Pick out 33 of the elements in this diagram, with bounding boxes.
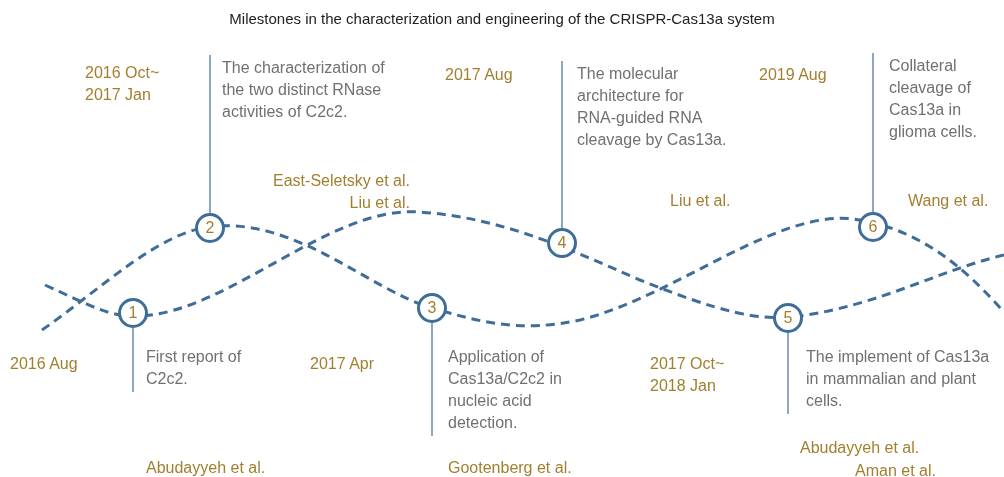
leader-line: [431, 322, 433, 437]
date-label: 2017 Oct~ 2018 Jan: [650, 354, 726, 396]
author-label: Abudayyeh et al.: [146, 458, 267, 477]
date-label: 2017 Apr: [310, 354, 376, 374]
author-label: Liu et al.: [670, 191, 732, 211]
author-label: Gootenberg et al.: [448, 458, 573, 477]
numbered-circle: 4: [547, 228, 577, 258]
milestone-description: The implement of Cas13a in mammalian and plant cells.: [806, 346, 1001, 412]
author-label: Abudayyeh et al.: [800, 438, 921, 458]
leader-line: [787, 332, 789, 415]
milestone-description: The molecular architecture for RNA-guided RNA cleavage by Cas13a.: [577, 63, 727, 151]
date-label: 2016 Oct~ 2017 Jan: [85, 63, 161, 105]
leader-line: [209, 54, 211, 214]
milestone-description: First report of C2c2.: [146, 346, 276, 390]
title: Milestones in the characterization and engineering of the CRISPR-Cas13a system: [228, 9, 776, 29]
author-label: East-Seletsky et al.: [272, 171, 410, 191]
date-label: 2017 Aug: [445, 65, 514, 85]
milestone-description: The characterization of the two distinct RNase activities of C2c2.: [222, 57, 392, 123]
leader-line: [132, 327, 134, 393]
author-label: Wang et al.: [908, 191, 990, 211]
milestone-description: Application of Cas13a/C2c2 in nucleic acid detection.: [448, 346, 593, 434]
date-label: 2016 Aug: [10, 354, 79, 374]
numbered-circle: 6: [858, 212, 888, 242]
numbered-circle: 2: [195, 213, 225, 243]
leader-line: [872, 52, 874, 213]
author-label: Aman et al.: [854, 461, 936, 477]
author-label: Liu et al.: [348, 193, 410, 213]
numbered-circle: 1: [118, 298, 148, 328]
numbered-circle: 5: [773, 303, 803, 333]
milestone-description: Collateral cleavage of Cas13a in glioma cells.: [889, 55, 1004, 143]
numbered-circle: 3: [417, 293, 447, 323]
leader-line: [561, 60, 563, 229]
date-label: 2019 Aug: [759, 65, 828, 85]
